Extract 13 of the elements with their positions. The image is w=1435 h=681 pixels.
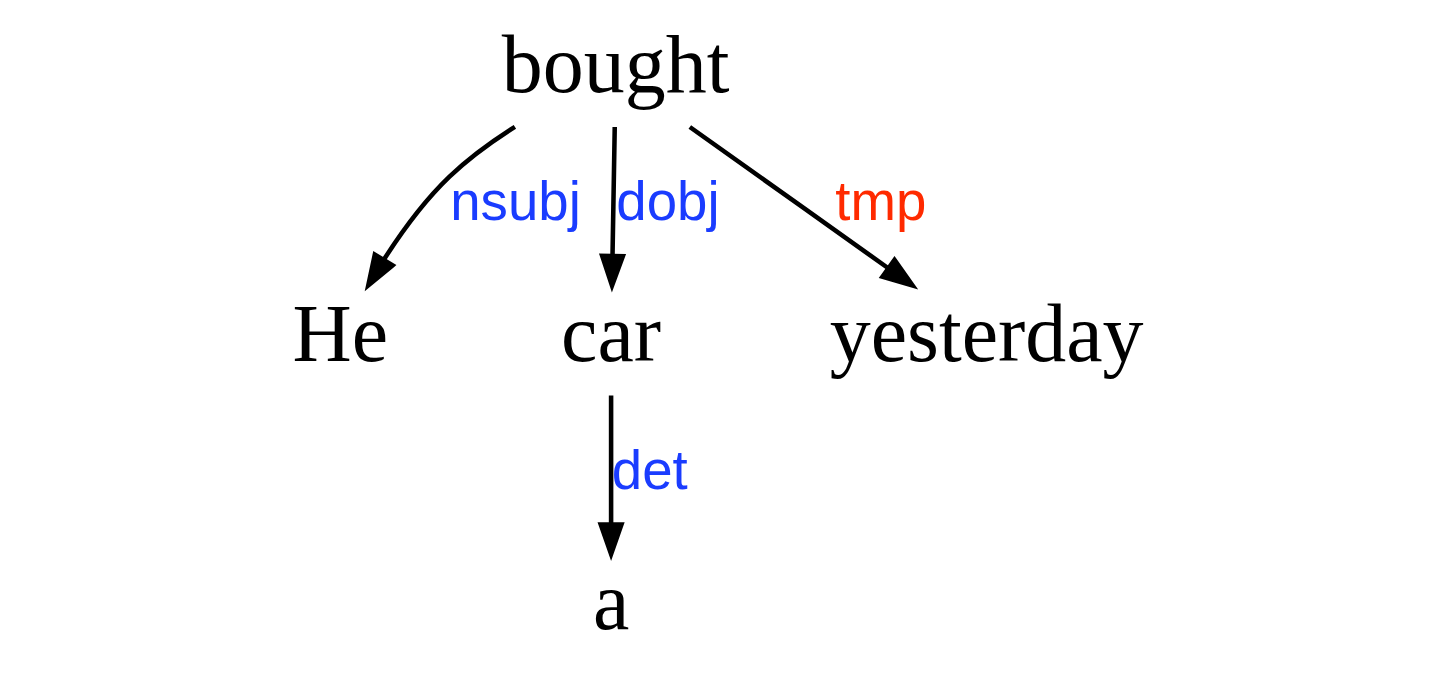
arrow xyxy=(364,124,517,292)
node-text: He xyxy=(292,287,389,379)
arrow xyxy=(597,395,625,561)
edge-label: tmp xyxy=(835,171,927,233)
node-text: car xyxy=(561,287,662,379)
arrow xyxy=(599,126,627,293)
node-text: bought xyxy=(501,18,730,110)
edge-label: nsubj xyxy=(450,171,581,233)
edge-label: det xyxy=(611,439,688,501)
edge-label: dobj xyxy=(616,171,720,233)
arrow xyxy=(688,125,919,290)
node-text: a xyxy=(592,556,630,648)
node-text: yesterday xyxy=(829,287,1144,379)
